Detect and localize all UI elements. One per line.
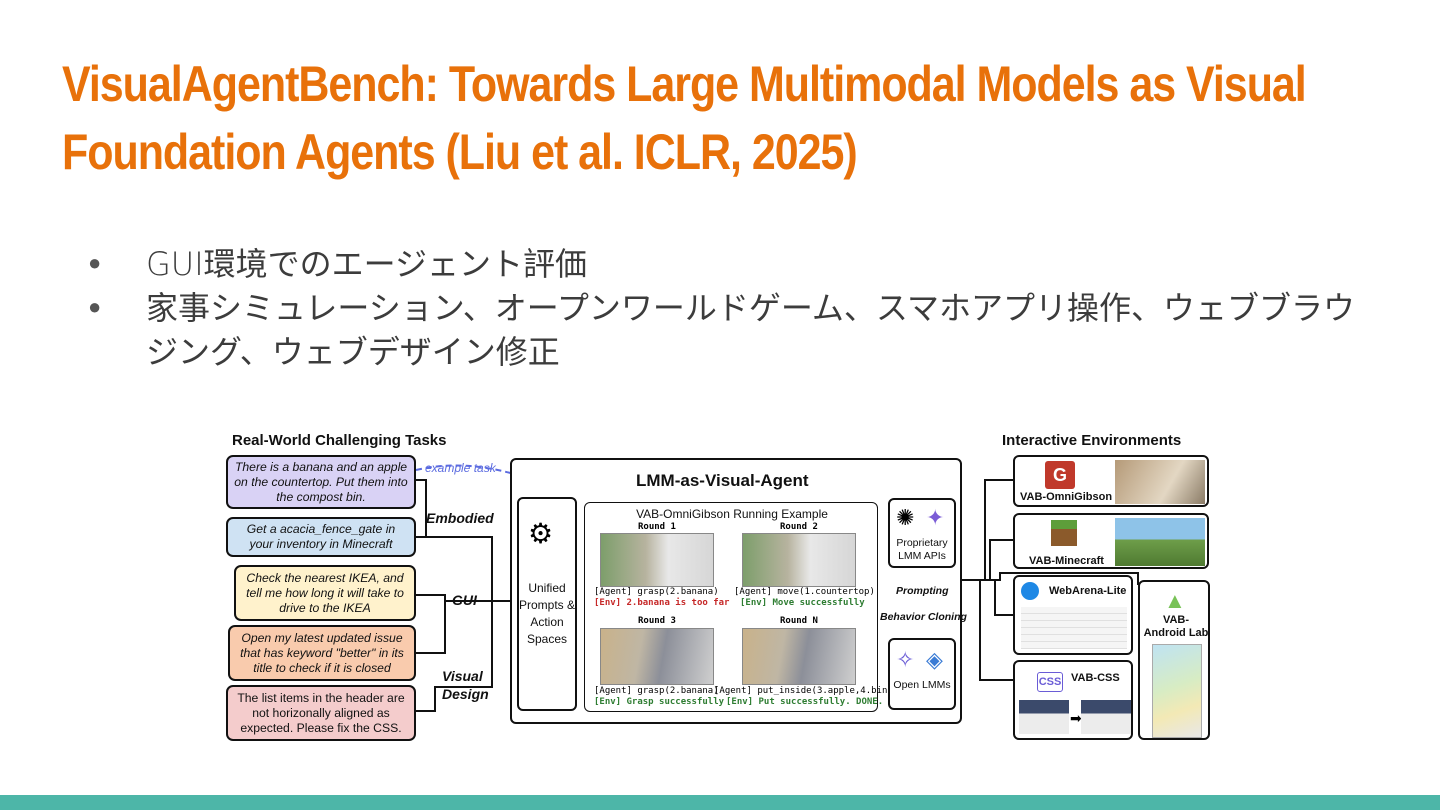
overview-figure: Real-World Challenging Tasks Interactive… xyxy=(220,425,1220,745)
round-2-thumbnail xyxy=(742,533,856,587)
webarena-icon xyxy=(1021,582,1039,600)
android-icon: ▲ xyxy=(1164,588,1186,613)
round-action: [Agent] move(1.countertop) xyxy=(734,587,875,597)
bullet-item: GUI環境でのエージェント評価 xyxy=(88,242,1358,286)
round-1-thumbnail xyxy=(600,533,714,587)
glm-icon: ◈ xyxy=(926,647,943,672)
omnigibson-scene xyxy=(1115,460,1205,504)
round-env: [Env] Grasp successfully xyxy=(594,697,725,707)
omnigibson-logo: G xyxy=(1045,461,1075,489)
round-env: [Env] 2.banana is too far xyxy=(594,598,730,608)
round-label: Round 3 xyxy=(638,616,676,626)
task-card: Get a acacia_fence_gate in your inventor… xyxy=(226,517,416,557)
prompting-label: Prompting xyxy=(896,585,949,597)
footer-bar xyxy=(0,795,1440,810)
env-name: WebArena-Lite xyxy=(1049,585,1127,597)
env-android: ▲ VAB-Android Lab xyxy=(1138,580,1210,740)
unified-box xyxy=(517,497,577,711)
openai-icon: ✺ xyxy=(896,505,915,530)
open-lmms-box xyxy=(888,638,956,710)
env-name: VAB-CSS xyxy=(1071,672,1120,684)
task-card: The list items in the header are not hor… xyxy=(226,685,416,741)
minecraft-scene xyxy=(1115,518,1205,566)
android-screenshot xyxy=(1152,644,1202,738)
proprietary-label: Proprietary LMM APIs xyxy=(896,537,948,562)
arrow-right-icon: ➡ xyxy=(1070,710,1082,726)
right-heading: Interactive Environments xyxy=(1002,432,1182,449)
running-example-title: VAB-OmniGibson Running Example xyxy=(636,507,828,521)
env-omnigibson: G VAB-OmniGibson xyxy=(1013,455,1209,507)
round-label: Round 1 xyxy=(638,522,676,532)
gear-wrench-icon: ⚙ xyxy=(528,518,554,549)
css-logo: CSS xyxy=(1037,672,1063,692)
webarena-screenshot xyxy=(1021,607,1127,649)
bullet-list: GUI環境でのエージェント評価 家事シミュレーション、オープンワールドゲーム、ス… xyxy=(88,242,1358,374)
round-action: [Agent] grasp(2.banana) xyxy=(594,587,719,597)
qwen-icon: ✧ xyxy=(896,647,915,672)
env-name: VAB-Android Lab xyxy=(1143,614,1209,639)
category-design: Design xyxy=(442,686,489,702)
task-card: There is a banana and an apple on the co… xyxy=(226,455,416,509)
round-env: [Env] Move successfully xyxy=(740,598,865,608)
slide-title: VisualAgentBench: Towards Large Multimod… xyxy=(62,50,1352,186)
css-before-screenshot xyxy=(1019,700,1069,734)
grass-block-icon xyxy=(1051,520,1077,546)
open-lmms-label: Open LMMs xyxy=(893,679,951,691)
env-webarena: WebArena-Lite xyxy=(1013,575,1133,655)
round-3-thumbnail xyxy=(600,628,714,685)
css-after-screenshot xyxy=(1081,700,1131,734)
round-env: [Env] Put successfully. DONE. xyxy=(726,697,884,707)
category-visual: Visual xyxy=(442,668,483,684)
round-action: [Agent] put_inside(3.apple,4.bin) xyxy=(714,686,893,696)
proprietary-box xyxy=(888,498,956,568)
category-gui: GUI xyxy=(452,592,477,608)
task-card: Check the nearest IKEA, and tell me how … xyxy=(234,565,416,621)
round-label: Round 2 xyxy=(780,522,818,532)
behavior-cloning-label: Behavior Cloning xyxy=(880,611,967,623)
env-name: VAB-Minecraft xyxy=(1029,555,1104,567)
round-n-thumbnail xyxy=(742,628,856,685)
example-task-label: example task xyxy=(425,461,496,475)
env-css: CSS VAB-CSS ➡ xyxy=(1013,660,1133,740)
title-line-2: Foundation Agents (Liu et al. ICLR, 2025… xyxy=(62,124,858,180)
center-title: LMM-as-Visual-Agent xyxy=(636,471,809,490)
env-name: VAB-OmniGibson xyxy=(1020,491,1113,503)
unified-label: Unified Prompts & Action Spaces xyxy=(519,581,576,646)
title-line-1: VisualAgentBench: Towards Large Multimod… xyxy=(62,56,1307,112)
gemini-icon: ✦ xyxy=(926,505,945,530)
env-minecraft: VAB-Minecraft xyxy=(1013,513,1209,569)
task-card: Open my latest updated issue that has ke… xyxy=(228,625,416,681)
left-heading: Real-World Challenging Tasks xyxy=(232,432,447,449)
bullet-item: 家事シミュレーション、オープンワールドゲーム、スマホアプリ操作、ウェブブラウジン… xyxy=(88,286,1358,374)
category-embodied: Embodied xyxy=(426,510,494,526)
round-label: Round N xyxy=(780,616,818,626)
round-action: [Agent] grasp(2.banana) xyxy=(594,686,719,696)
